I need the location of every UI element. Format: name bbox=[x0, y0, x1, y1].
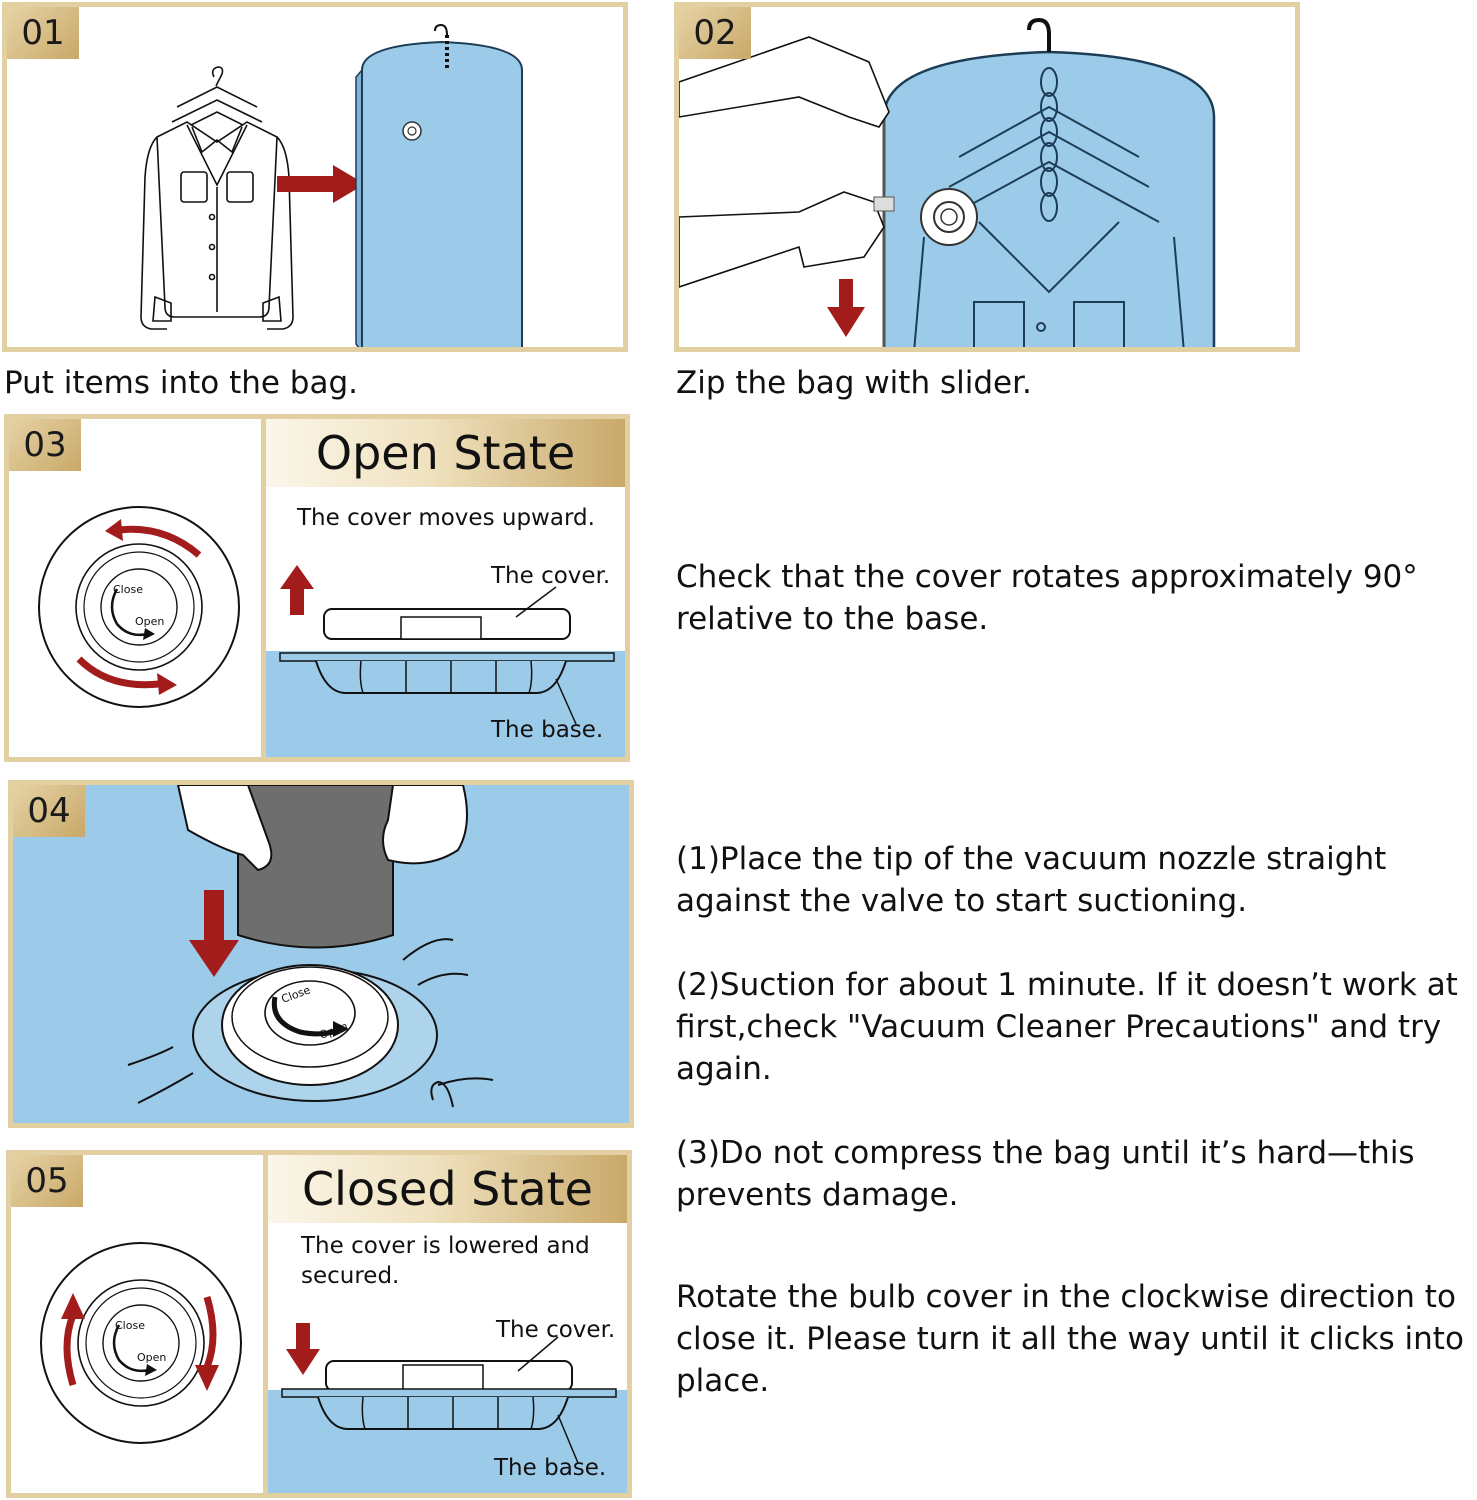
open-state-title: Open State bbox=[266, 419, 625, 487]
base-label: The base. bbox=[494, 1455, 607, 1481]
step-03-number: 03 bbox=[9, 419, 81, 471]
instruction-3: (3)Do not compress the bag until it’s ha… bbox=[676, 1135, 1415, 1213]
step-04-instructions: (1)Place the tip of the vacuum nozzle st… bbox=[676, 796, 1474, 1258]
valve-top-view-open: Close Open bbox=[38, 506, 240, 708]
vacuum-nozzle-illustration: Close Open bbox=[127, 785, 494, 1108]
base-label: The base. bbox=[491, 717, 604, 743]
jacket-illustration bbox=[140, 66, 294, 330]
step-01-number: 01 bbox=[7, 7, 79, 59]
instruction-2: (2)Suction for about 1 minute. If it doe… bbox=[676, 967, 1458, 1087]
valve-open-label: Open bbox=[135, 615, 164, 628]
step-02-caption: Zip the bag with slider. bbox=[676, 365, 1032, 401]
step-02-number: 02 bbox=[679, 7, 751, 59]
cover-label: The cover. bbox=[491, 563, 611, 589]
step-04-number: 04 bbox=[13, 785, 85, 837]
instruction-1: (1)Place the tip of the vacuum nozzle st… bbox=[676, 841, 1387, 919]
step-02-panel: 02 bbox=[674, 2, 1300, 352]
step-05-number: 05 bbox=[11, 1155, 83, 1207]
valve-side-view-open bbox=[279, 565, 615, 725]
valve-close-label: Close bbox=[115, 1319, 145, 1332]
step-03-panel: 03 Open State Close Open The cover moves… bbox=[4, 414, 630, 762]
closed-state-description: The cover is lowered and secured. bbox=[301, 1233, 590, 1289]
panel-divider bbox=[261, 419, 266, 757]
valve-side-view-closed bbox=[281, 1323, 617, 1464]
step-03-caption: Check that the cover rotates approximate… bbox=[676, 559, 1418, 637]
step-01-caption: Put items into the bag. bbox=[4, 365, 359, 401]
zipping-illustration bbox=[679, 17, 1216, 347]
step-04-panel: 04 Close Open bbox=[8, 780, 634, 1128]
step-05-panel: 05 Closed State Close Open The cover is … bbox=[6, 1150, 632, 1498]
red-arrow-right-icon bbox=[277, 165, 365, 203]
valve-close-label: Close bbox=[113, 583, 143, 596]
garment-bag-illustration bbox=[355, 23, 523, 347]
panel-divider bbox=[263, 1155, 268, 1493]
cover-label: The cover. bbox=[496, 1317, 616, 1343]
valve-top-view-closed: Close Open bbox=[40, 1242, 242, 1444]
step-01-panel: 01 bbox=[2, 2, 628, 352]
step-05-caption: Rotate the bulb cover in the clockwise d… bbox=[676, 1279, 1464, 1399]
valve-open-label: Open bbox=[137, 1351, 166, 1364]
closed-state-title: Closed State bbox=[268, 1155, 627, 1223]
open-state-description: The cover moves upward. bbox=[297, 505, 595, 531]
